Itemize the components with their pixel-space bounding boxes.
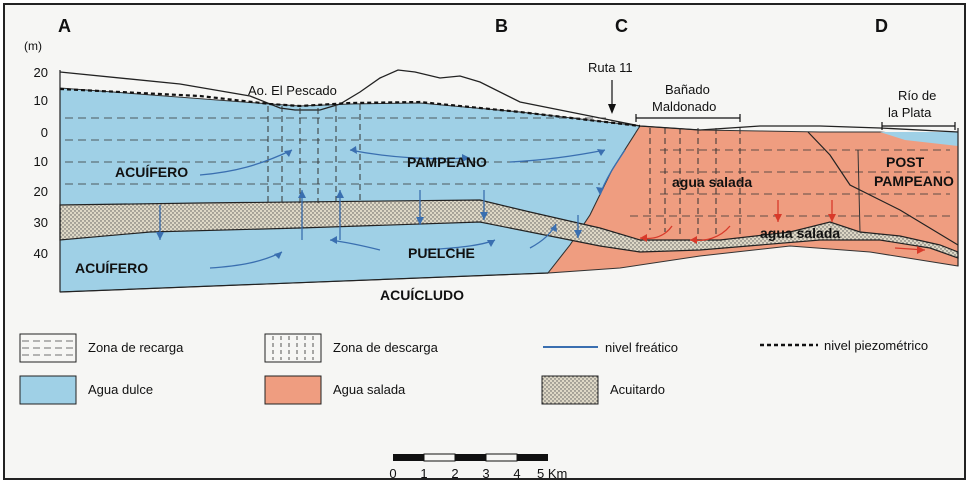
tick-label: 20	[34, 184, 48, 199]
scale-label: 0	[389, 466, 396, 481]
salt-intrusion-arrowheads	[640, 214, 925, 254]
scale-label: 2	[451, 466, 458, 481]
axis-unit: (m)	[24, 39, 42, 53]
acuifero-upper-label: ACUÍFERO	[115, 164, 188, 180]
legend-salada-label: Agua salada	[333, 382, 406, 397]
flow-arrowheads	[156, 146, 605, 259]
legend-swatch-acuitardo	[541, 375, 599, 405]
legend-swatch-salada	[264, 375, 322, 405]
rio-label-2: la Plata	[888, 105, 932, 120]
legend-recarga-label: Zona de recarga	[88, 340, 184, 355]
post-pampeano-label-1: POST	[886, 154, 925, 170]
scale-label: 1	[420, 466, 427, 481]
legend-freatico-label: nivel freático	[605, 340, 678, 355]
agua-salada-label-2: agua salada	[760, 225, 840, 241]
puelche-label: PUELCHE	[408, 245, 475, 261]
rio-extent	[881, 122, 956, 130]
tick-label: 10	[34, 93, 48, 108]
ruta-label: Ruta 11	[588, 60, 633, 75]
scale-label: 4	[513, 466, 520, 481]
legend-acuitardo-label: Acuitardo	[610, 382, 665, 397]
acuifero-lower-label: ACUÍFERO	[75, 260, 148, 276]
post-pampeano-label-2: PAMPEANO	[874, 173, 954, 189]
tick-label: 0	[41, 125, 48, 140]
agua-salada-label-1: agua salada	[672, 174, 752, 190]
post-pampeano-boundary	[857, 149, 861, 233]
tick-label: 40	[34, 246, 48, 261]
ruta-arrowhead	[608, 104, 616, 114]
banado-label-1: Bañado	[665, 82, 710, 97]
scale-bar: 0 1 2 3 4 5 Km	[389, 453, 567, 481]
pampeano-label: PAMPEANO	[407, 154, 487, 170]
legend-descarga-label: Zona de descarga	[333, 340, 439, 355]
section-letter-d: D	[875, 16, 888, 36]
arroyo-label: Ao. El Pescado	[248, 83, 337, 98]
piezometric-line	[59, 87, 641, 128]
section-letter-c: C	[615, 16, 628, 36]
post-pampeano-base	[807, 131, 959, 246]
legend-swatch-dulce	[19, 375, 77, 405]
section-letter-b: B	[495, 16, 508, 36]
legend: Zona de recarga Zona de descarga nivel f…	[19, 333, 928, 405]
scale-label: 5 Km	[537, 466, 567, 481]
tick-label: 30	[34, 215, 48, 230]
legend-dulce-label: Agua dulce	[88, 382, 153, 397]
discharge-dashes	[267, 104, 741, 236]
section-letter-a: A	[58, 16, 71, 36]
rio-label-1: Río de	[898, 88, 936, 103]
banado-extent	[635, 114, 741, 122]
acuicludo-label: ACUÍCLUDO	[380, 287, 464, 303]
scale-label: 3	[482, 466, 489, 481]
river-water	[880, 132, 958, 146]
legend-piezometrico-label: nivel piezométrico	[824, 338, 928, 353]
base-line	[59, 272, 549, 293]
tick-label: 20	[34, 65, 48, 80]
banado-label-2: Maldonado	[652, 99, 716, 114]
surface-line	[59, 69, 959, 133]
legend-swatch-descarga	[264, 333, 322, 363]
tick-label: 10	[34, 154, 48, 169]
